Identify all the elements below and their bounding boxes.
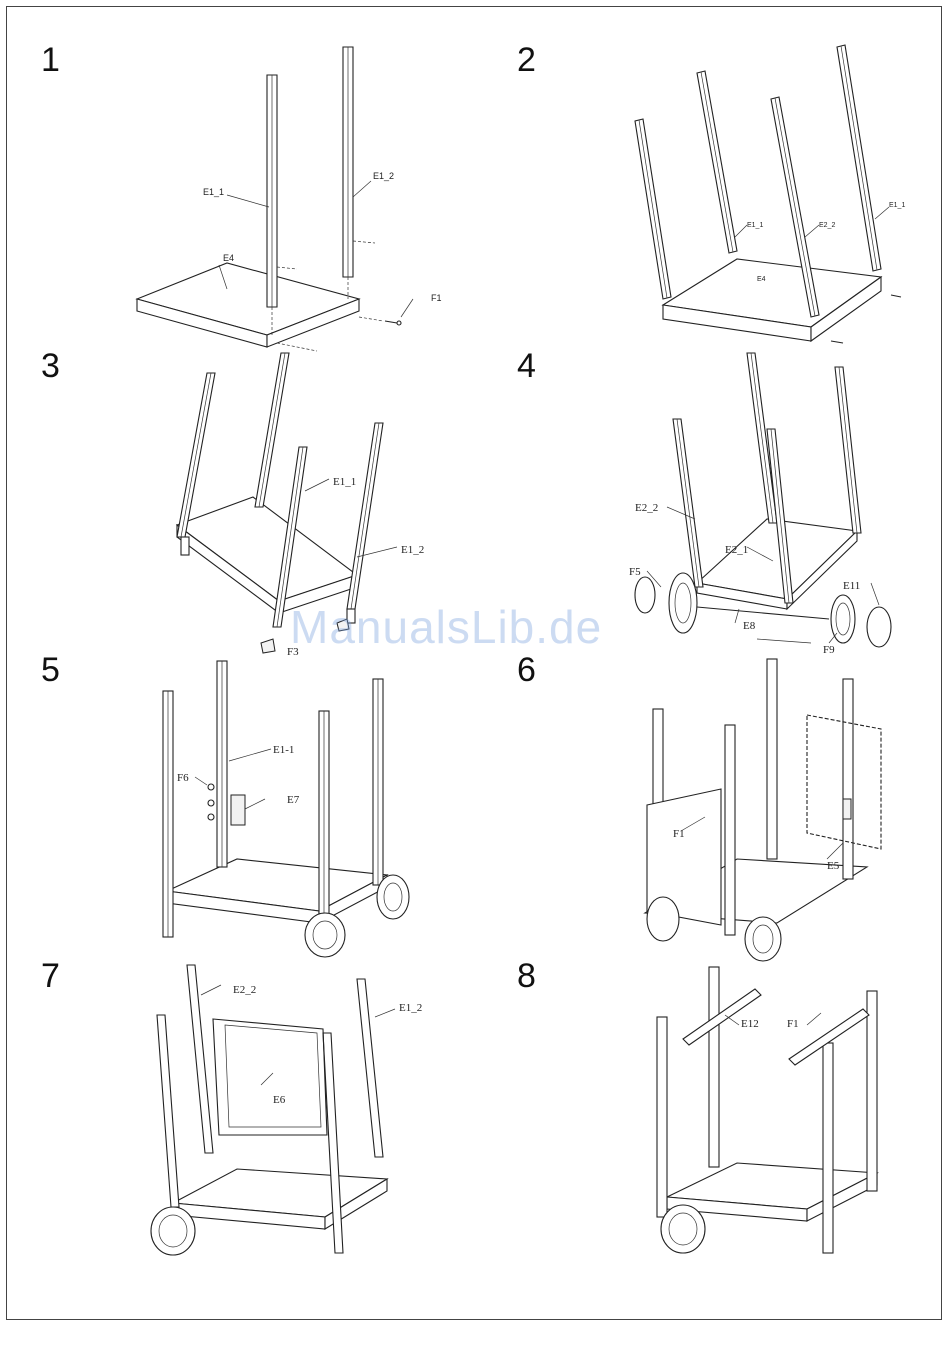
step-number-8: 8 (517, 957, 536, 996)
step-7-illustration: E2_2 E1_2 E6 (137, 957, 437, 1267)
label-e2-2: E2_2 (819, 222, 835, 229)
label-f1: F1 (673, 828, 685, 840)
label-e1-1b: E1_1 (889, 202, 905, 209)
label-e1-1: E1_1 (333, 476, 356, 488)
label-f6: F6 (177, 772, 189, 784)
step-1-illustration: E1_1 E1_2 E4 F1 (127, 37, 457, 357)
label-e8: E8 (743, 620, 756, 632)
step-number-7: 7 (41, 957, 60, 996)
label-e4: E4 (757, 276, 766, 283)
step-number-4: 4 (517, 347, 536, 386)
step-2-illustration: E1_1 E2_2 E1_1 E4 (607, 37, 907, 357)
step-8-illustration: E12 F1 (627, 957, 907, 1267)
manual-page: 1 2 3 4 5 6 7 8 (6, 6, 942, 1320)
step-number-2: 2 (517, 41, 536, 80)
label-e1-1: E1_1 (747, 222, 763, 229)
label-f5: F5 (629, 566, 641, 578)
watermark: ManualsLib.de (290, 600, 602, 654)
step-4-illustration: E2_2 E2_1 F5 E8 E11 F9 (607, 347, 907, 657)
label-e1-1: E1-1 (273, 744, 294, 756)
label-e6: E6 (273, 1094, 286, 1106)
label-e2-2: E2_2 (233, 984, 256, 996)
step-5-illustration: E1-1 F6 E7 (147, 653, 447, 963)
label-e11: E11 (843, 580, 860, 592)
label-f1: F1 (431, 293, 442, 303)
label-e4: E4 (223, 253, 234, 263)
label-e1-1: E1_1 (203, 187, 224, 197)
label-e1-2: E1_2 (373, 171, 394, 181)
step-number-1: 1 (41, 41, 60, 80)
step-number-5: 5 (41, 651, 60, 690)
step-number-6: 6 (517, 651, 536, 690)
label-e2-2: E2_2 (635, 502, 658, 514)
label-e1-2: E1_2 (399, 1002, 422, 1014)
step-number-3: 3 (41, 347, 60, 386)
step-6-illustration: F1 E5 (617, 653, 907, 963)
label-e1-2: E1_2 (401, 544, 424, 556)
label-e12: E12 (741, 1018, 759, 1030)
label-e2-1: E2_1 (725, 544, 748, 556)
label-e7: E7 (287, 794, 300, 806)
label-f1: F1 (787, 1018, 799, 1030)
label-e5: E5 (827, 860, 840, 872)
